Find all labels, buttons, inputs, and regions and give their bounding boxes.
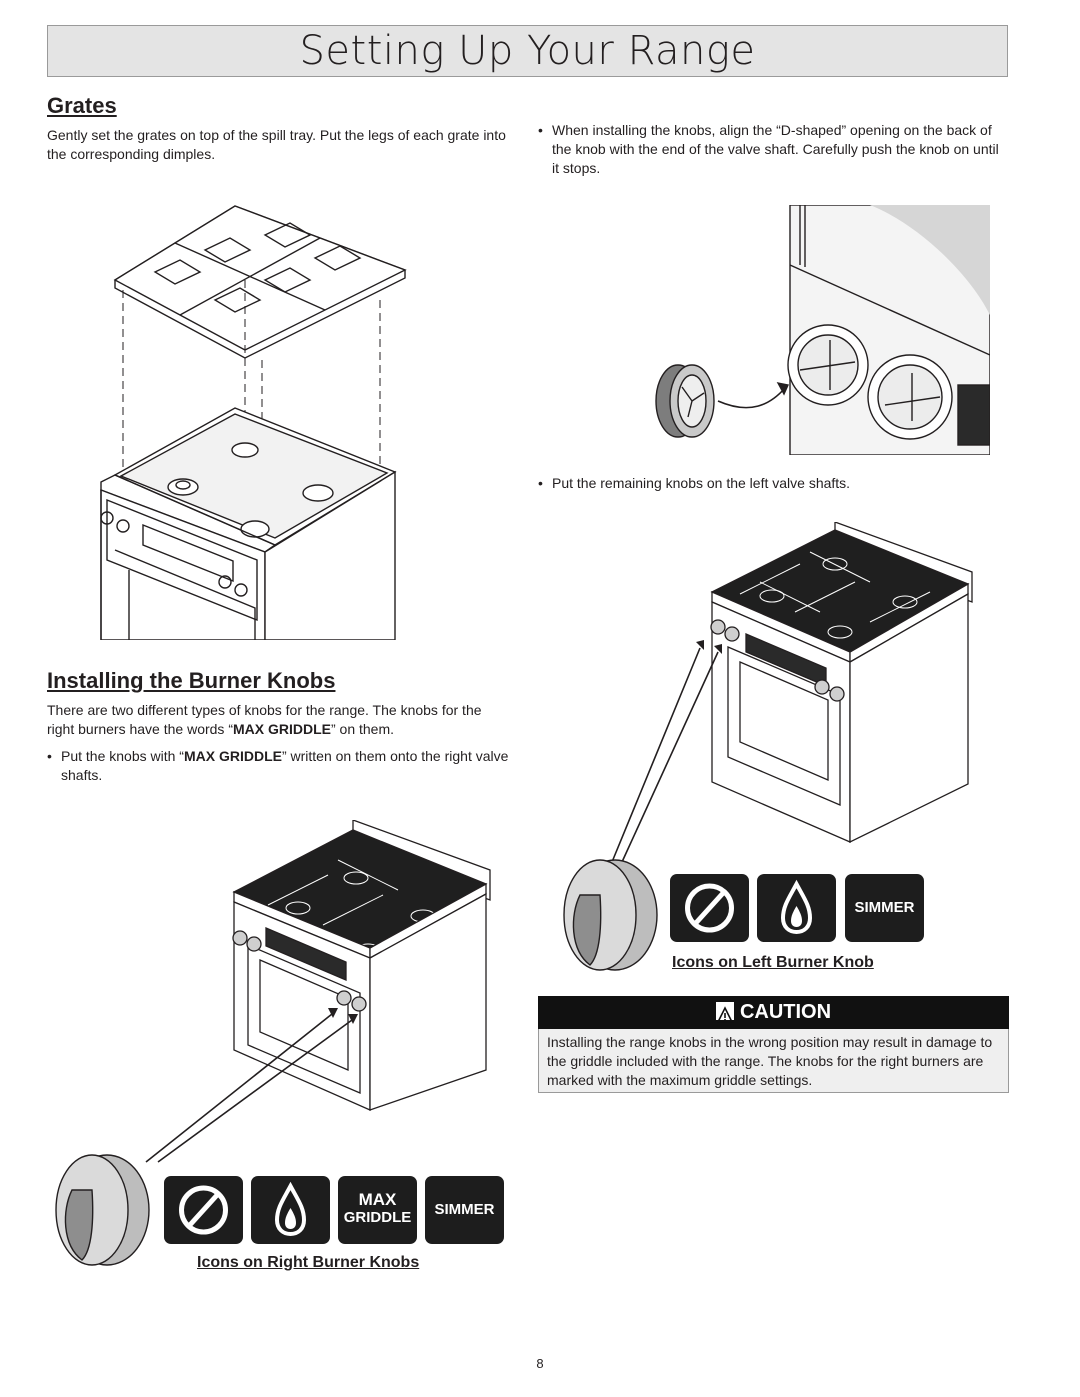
bullet-align-knob-text: When installing the knobs, align the “D-…: [552, 122, 999, 176]
left-burner-knob: [563, 859, 658, 971]
griddle-label: GRIDDLE: [343, 1209, 412, 1226]
bullet-max-griddle: • Put the knobs with “MAX GRIDDLE” writt…: [47, 748, 509, 783]
left-knob-arrows: [611, 640, 722, 863]
right-knob-arrows: [145, 1008, 358, 1163]
range-illustration-left-knobs: [710, 522, 973, 844]
max-label: MAX: [358, 1190, 397, 1209]
right-simmer-tile: SIMMER: [425, 1176, 504, 1244]
right-knob-caption: Icons on Right Burner Knobs: [197, 1254, 420, 1271]
bullet-left-valves: • Put the remaining knobs on the left va…: [538, 475, 851, 491]
caution-text: Installing the range knobs in the wrong …: [538, 1029, 1009, 1093]
grates-text: Gently set the grates on top of the spil…: [47, 127, 506, 162]
left-off-tile: [670, 874, 749, 942]
right-burner-knob: [55, 1154, 150, 1266]
page-title: Setting Up Your Range: [299, 28, 756, 74]
bullet-left-valves-text: Put the remaining knobs on the left valv…: [552, 475, 851, 491]
range-illustration-right-knobs: [232, 820, 491, 1111]
right-flame-tile: [251, 1176, 330, 1244]
grates-heading: Grates: [47, 93, 117, 118]
off-icon: [179, 1185, 228, 1235]
flame-icon: [780, 879, 813, 935]
caution-header: CAUTION: [538, 996, 1009, 1029]
left-flame-tile: [757, 874, 836, 942]
page-number: 8: [536, 1356, 544, 1371]
knob-install-closeup: [655, 205, 990, 455]
grates-range-illustration: [100, 205, 407, 640]
bullet-align-knob: • When installing the knobs, align the “…: [538, 122, 999, 176]
page-title-bar: Setting Up Your Range: [47, 25, 1008, 77]
right-simmer-label: SIMMER: [434, 1201, 495, 1218]
warning-triangle-icon: [715, 1001, 734, 1023]
max-griddle-tile: MAX GRIDDLE: [338, 1176, 417, 1244]
flame-icon: [274, 1181, 307, 1237]
off-icon: [685, 883, 734, 933]
knobs-intro: There are two different types of knobs f…: [47, 702, 482, 737]
left-simmer-label: SIMMER: [854, 899, 915, 916]
right-off-tile: [164, 1176, 243, 1244]
knobs-heading: Installing the Burner Knobs: [47, 668, 336, 693]
left-knob-caption: Icons on Left Burner Knob: [672, 954, 874, 971]
caution-label: CAUTION: [739, 1001, 832, 1023]
left-simmer-tile: SIMMER: [845, 874, 924, 942]
